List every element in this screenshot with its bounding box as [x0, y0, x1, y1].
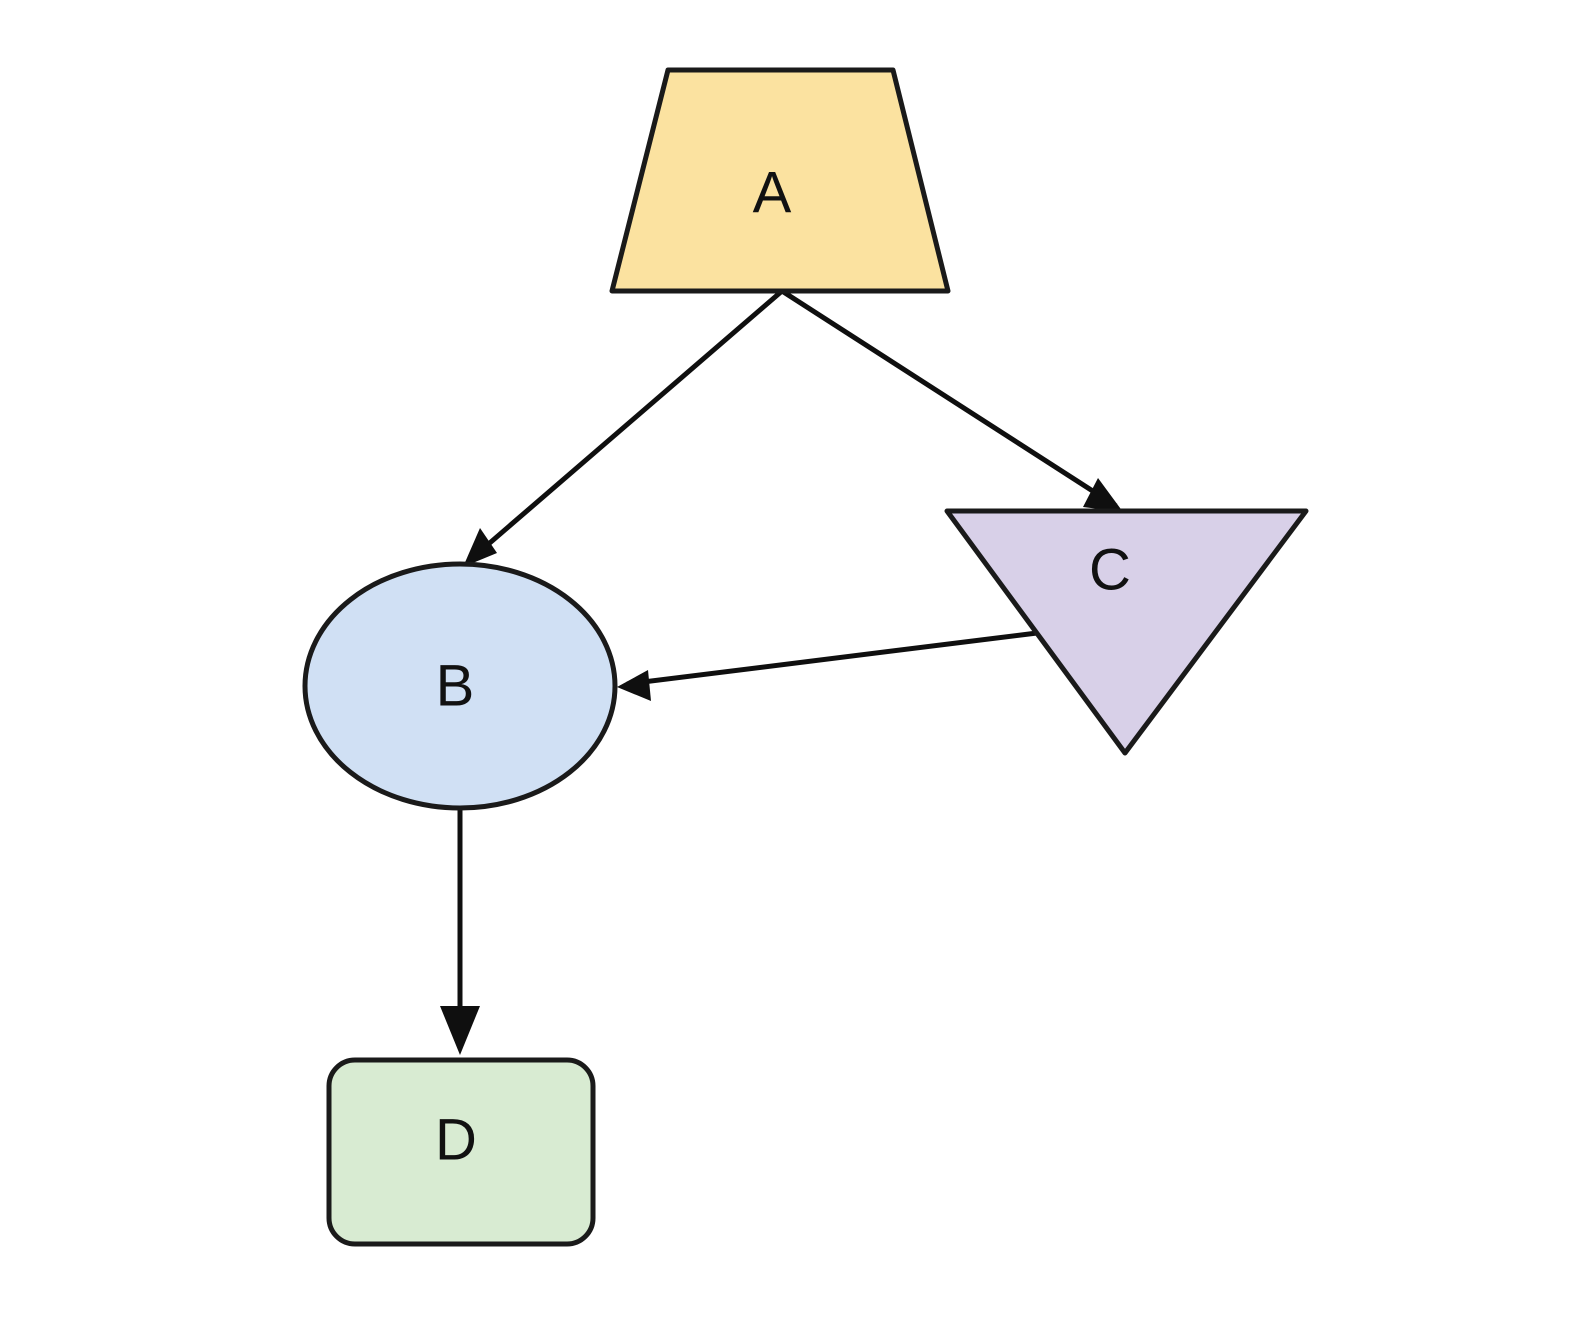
node-b-ellipse-shape[interactable]: [302, 561, 618, 811]
node-d[interactable]: D: [326, 1057, 596, 1247]
edge-a-to-b-line: [468, 289, 784, 562]
node-c-triangle-shape[interactable]: [944, 508, 1309, 756]
node-d-rounded-rect-shape[interactable]: [326, 1057, 596, 1247]
edge-a-to-c-line: [780, 288, 1118, 509]
edge-c-to-b-line: [626, 630, 1038, 687]
node-a-trapezoid-shape[interactable]: [609, 67, 951, 294]
edge-a-to-c[interactable]: [780, 288, 1123, 512]
node-b[interactable]: B: [302, 561, 618, 811]
node-c[interactable]: C: [944, 508, 1309, 756]
edge-a-to-c-arrowhead-icon: [1083, 478, 1123, 512]
edge-c-to-b[interactable]: [617, 630, 1038, 701]
edge-b-to-d-arrowhead-icon: [440, 1006, 480, 1055]
edge-a-to-b-arrowhead-icon: [463, 528, 497, 567]
edge-a-to-b[interactable]: [463, 289, 784, 567]
edge-c-to-b-arrowhead-icon: [617, 670, 651, 701]
node-a[interactable]: A: [609, 67, 951, 294]
edge-b-to-d[interactable]: [440, 808, 480, 1055]
edge-layer: [440, 288, 1123, 1055]
node-layer: A B C D: [302, 67, 1309, 1247]
